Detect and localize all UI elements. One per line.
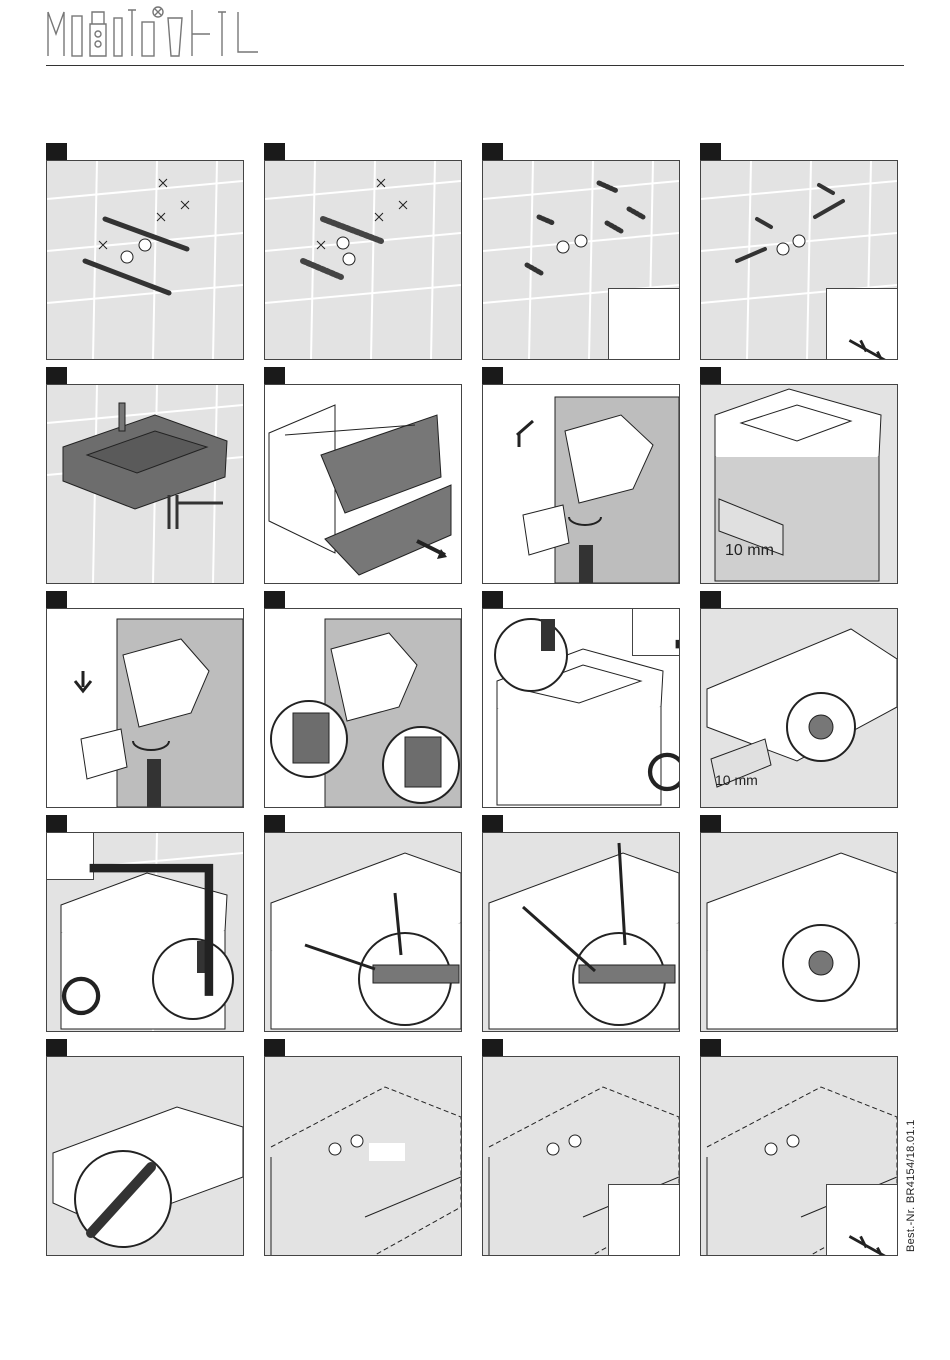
step-panel-17 — [46, 1039, 244, 1256]
wall-plug-inset — [608, 288, 680, 360]
step-panel-18 — [264, 1039, 462, 1256]
spacer-label: 10 mm — [725, 542, 774, 559]
wall-plug-inset — [608, 1184, 680, 1256]
step-panel-6 — [264, 367, 462, 584]
screw-inset — [826, 1184, 898, 1256]
header-rule — [46, 65, 904, 66]
step-panel-14 — [264, 815, 462, 1032]
step-panel-20 — [700, 1039, 898, 1256]
step-panel-10 — [264, 591, 462, 808]
allen-key-inset — [46, 832, 94, 880]
step-panel-1 — [46, 143, 244, 360]
step-panel-2 — [264, 143, 462, 360]
tools-logo-icon — [46, 4, 262, 60]
step-panel-13 — [46, 815, 244, 1032]
order-number: Best.-Nr. BR4154/18.01.1 — [905, 1234, 950, 1252]
step-panel-16 — [700, 815, 898, 1032]
step-panel-11 — [482, 591, 680, 808]
allen-key-inset — [632, 608, 680, 656]
step-panel-19 — [482, 1039, 680, 1256]
step-panel-15 — [482, 815, 680, 1032]
step-panel-8: 10 mm — [700, 367, 898, 584]
step-panel-12: 10 mm — [700, 591, 898, 808]
screw-inset — [826, 288, 898, 360]
step-panel-4 — [700, 143, 898, 360]
step-panel-9 — [46, 591, 244, 808]
step-panel-3 — [482, 143, 680, 360]
step-panel-5 — [46, 367, 244, 584]
step-panel-7 — [482, 367, 680, 584]
spacer-label: 10 mm — [715, 772, 758, 788]
